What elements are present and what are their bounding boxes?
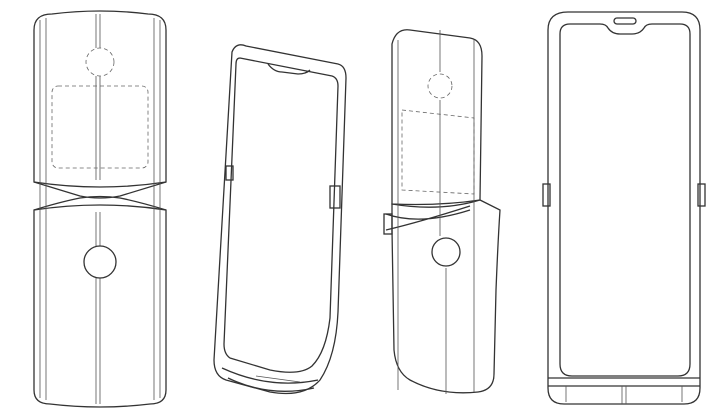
external-display-outline bbox=[51, 85, 149, 169]
phone-back-perspective bbox=[383, 29, 501, 394]
earpiece-icon bbox=[613, 17, 637, 25]
fingerprint-sensor-outline bbox=[83, 245, 117, 279]
phone-front-view bbox=[542, 11, 706, 405]
camera-icon bbox=[85, 47, 115, 77]
phone-front-perspective bbox=[213, 44, 347, 395]
phone-back-view bbox=[33, 10, 167, 408]
